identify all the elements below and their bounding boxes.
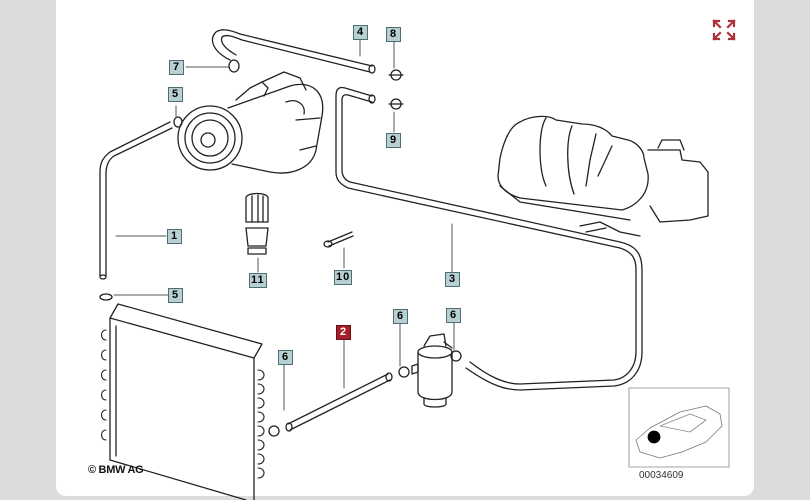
callout-2[interactable]: 2 [336, 325, 351, 340]
o-ring-6-mid [398, 366, 410, 378]
o-ring-6-right [450, 350, 462, 362]
hose-4-drawing [211, 29, 376, 74]
callout-10[interactable]: 10 [334, 270, 353, 285]
image-number: 00034609 [639, 470, 684, 481]
compressor-drawing [173, 59, 324, 174]
callout-5-bottom[interactable]: 5 [168, 288, 183, 303]
hose-2-drawing [285, 372, 393, 432]
copyright-text: © BMW AG [88, 464, 144, 476]
hose-1-drawing [99, 121, 173, 301]
callout-8[interactable]: 8 [386, 27, 401, 42]
leader-lines [113, 37, 455, 411]
diagram-card [56, 0, 754, 496]
callout-6-right[interactable]: 6 [446, 308, 461, 323]
receiver-drier-drawing [411, 333, 453, 408]
condenser-drawing [100, 303, 265, 500]
evaporator-housing-drawing [497, 115, 709, 237]
callout-4[interactable]: 4 [353, 25, 368, 40]
bolt-10 [323, 231, 354, 248]
o-ring-6-left [268, 425, 280, 437]
callout-7[interactable]: 7 [169, 60, 184, 75]
hose-3-drawing [335, 86, 643, 391]
callout-9[interactable]: 9 [386, 133, 401, 148]
car-locator-thumbnail [628, 387, 730, 468]
callout-6-mid[interactable]: 6 [393, 309, 408, 324]
callout-11[interactable]: 11 [249, 273, 267, 288]
pressure-switch-11 [245, 192, 269, 255]
callout-3[interactable]: 3 [445, 272, 460, 287]
callout-5-top[interactable]: 5 [168, 87, 183, 102]
callout-6-left[interactable]: 6 [278, 350, 293, 365]
expand-arrows-icon[interactable] [712, 19, 736, 41]
callout-1[interactable]: 1 [167, 229, 182, 244]
